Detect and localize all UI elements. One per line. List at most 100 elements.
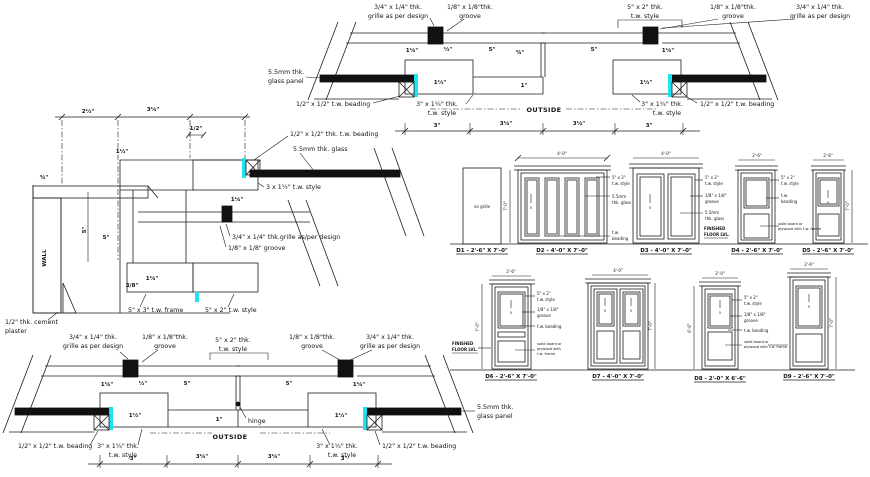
note-stile3: 3" x 1¼" thk. (316, 443, 358, 450)
grille-block (427, 26, 444, 45)
door-frame (789, 276, 829, 370)
glass-highlight (668, 74, 672, 97)
dim: ¾" (40, 175, 49, 181)
door-frame (587, 282, 649, 370)
door-elevation-d4: 2'-6" 5" x 2" t.w. style t.w. beading so… (731, 153, 822, 255)
note-beading: 1/2" x 1/2" t.w. beading (382, 443, 456, 450)
note-glass: 5.5mm thk. glass (293, 146, 348, 153)
door-elevations-row2: FINISHED FLOOR LVL. 2'-6" 7'-0" 5" x 2" … (450, 262, 855, 383)
annot: plywood with (537, 347, 561, 351)
door-frame (812, 169, 845, 244)
dim: 1½" (640, 79, 653, 86)
bottom-plan-section-detail: 3/4" x 1/4" thk. grille as per design 1/… (2, 334, 513, 468)
annot: t.w. (612, 230, 619, 235)
annot: t.w. style (744, 301, 762, 306)
dim: 3" (434, 123, 441, 129)
dim-height: 7'-0" (503, 201, 508, 211)
outside-label: OUTSIDE (527, 106, 562, 114)
annot: 5.5mm (705, 210, 719, 215)
door-label: D5 - 2'-6" X 7'-0" (802, 248, 854, 254)
beading-box (398, 81, 415, 98)
dim-height: 7'-0" (475, 322, 480, 332)
floor-level-note: FLOOR LVL. (704, 232, 730, 237)
panel-mark: 5 (827, 201, 829, 205)
dim-width: 2'-0" (715, 271, 725, 276)
annot: t.w. frame (537, 352, 556, 356)
note-glass-panel: glass panel (268, 78, 304, 85)
annot: t.w. style (705, 181, 723, 186)
floor-level-note: FINISHED (452, 341, 474, 346)
door-label: D4 - 2'-6" X 7'-0" (731, 248, 783, 254)
door-label: D7 - 4'-0" X 7'-0" (592, 374, 644, 380)
dim: 3/8" (126, 283, 139, 289)
annot: solid board or (744, 340, 769, 344)
note-grille: 3/4" x 1/4" thk. (796, 4, 844, 11)
note-beading: 1/2" x 1/2" thk. t.w. beading (290, 131, 378, 138)
door-elevation-d2: 4'-0" 7'-0" 5" x 2" t.w. style 5.5mm thk… (503, 151, 631, 255)
door-frame (737, 169, 776, 244)
door-label: D1 - 2'-6" X 7'-0" (456, 248, 508, 254)
annot: solid board or (778, 222, 803, 226)
note-stile: 5" x 2" thk. (215, 337, 251, 344)
note-beading: 1/2" x 1/2" t.w. beading (700, 101, 774, 108)
panel-mark: 5 (719, 311, 721, 315)
dim: 3¼" (268, 454, 281, 460)
note-beading: 1/2" x 1/2" t.w. beading (18, 443, 92, 450)
annot: 1/8" x 1/8" (744, 312, 766, 317)
dim: 5" (286, 381, 293, 387)
note-grille: grille as per design (63, 343, 123, 350)
note-grille: 3/4" x 1/4" thk. (69, 334, 117, 341)
top-plan-section-detail: 3/4" x 1/4" thk. grille as per design 1/… (268, 4, 850, 135)
note-stile3: 3" x 1¼" thk. (416, 101, 458, 108)
dim: 5" (82, 227, 88, 234)
dim: 3" (646, 123, 653, 129)
note-groove: groove (459, 13, 481, 20)
panel-mark: 5 (630, 309, 632, 313)
wall-jamb-section-detail: 2½" 3¼" 1/2" 1½" ¾" 5" 5" 3/8" 1¼" 1¼" 1… (5, 107, 425, 335)
note-plaster: 1/2" thk. cement (5, 319, 58, 326)
note-glass-panel: 5.5mm thk. (477, 404, 513, 411)
note-groove: 1/8" x 1/8"thk. (142, 334, 188, 341)
note-groove: groove (154, 343, 176, 350)
grille-block (337, 359, 354, 378)
dim: 1" (521, 83, 528, 89)
dim: 5" (184, 381, 191, 387)
dim: 5" (489, 47, 496, 53)
dim: 1" (216, 417, 223, 423)
note-groove: 1/8" x 1/8" groove (228, 245, 286, 252)
note-stile3: t.w. style (109, 452, 137, 459)
panel-mark: 5 (604, 309, 606, 313)
grille-block (221, 205, 233, 223)
dim: 3" (341, 456, 348, 462)
note-grille: 3/4" x 1/4" thk. (374, 4, 422, 11)
dim-width: 4'-0" (557, 151, 567, 156)
note-plaster: plaster (5, 328, 27, 335)
dim: 1¼" (101, 382, 114, 388)
glass-highlight (195, 292, 199, 302)
floor-level-note: FINISHED (704, 226, 726, 231)
dim: 3¼" (573, 121, 586, 127)
note-groove: groove (301, 343, 323, 350)
door-frame (632, 167, 700, 244)
annot: beading (781, 199, 798, 204)
dim: 1¼" (662, 48, 675, 54)
annot: 1/8" x 1/8" (537, 307, 559, 312)
dim: 1¼" (353, 382, 366, 388)
dim: 5" (591, 47, 598, 53)
dim-height: 7'-0" (829, 318, 834, 328)
dim-width: 4'-0" (613, 268, 623, 273)
annot: 5" x 2" (744, 295, 758, 300)
door-elevation-d6: 2'-6" 7'-0" 5" x 2" t.w. style 1/8" x 1/… (475, 269, 562, 381)
annot: solid board or (537, 342, 562, 346)
note-beading: 1/2" x 1/2" t.w. beading (296, 101, 370, 108)
dim: 1½" (129, 412, 142, 419)
glass-highlight (414, 74, 418, 97)
note-stile: t.w. style (631, 13, 659, 20)
outside-label: OUTSIDE (213, 433, 248, 441)
note-stile: 5" x 2" thk. (627, 4, 663, 11)
glass-panel-section (14, 407, 110, 416)
glass-highlight (109, 407, 113, 430)
door-frame (701, 285, 739, 370)
annot: groove (537, 313, 551, 318)
